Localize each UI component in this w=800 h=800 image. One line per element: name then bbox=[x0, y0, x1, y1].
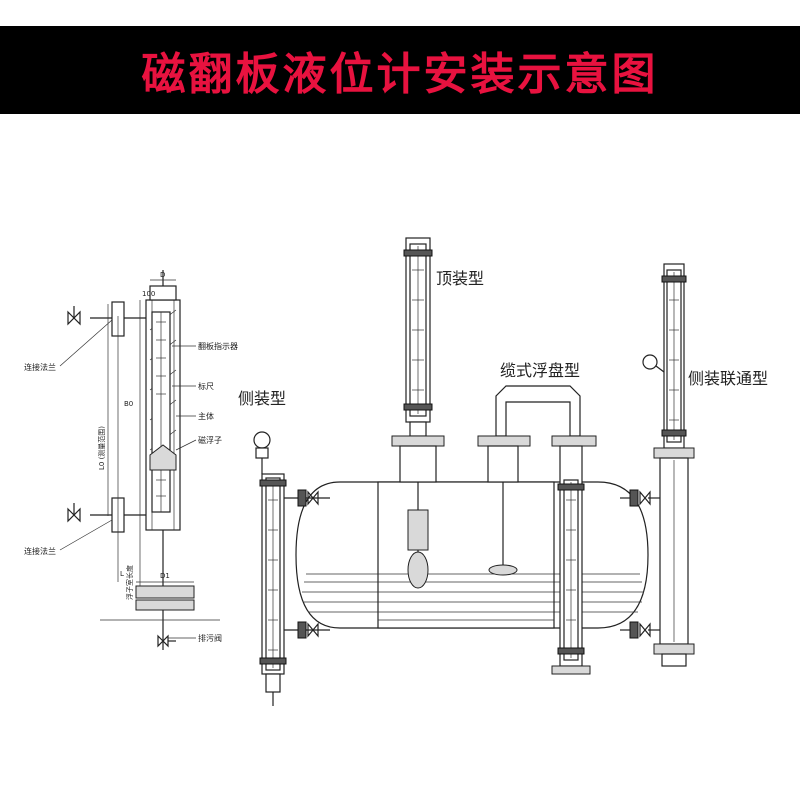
upper-valve-icon bbox=[67, 310, 81, 326]
page-title: 磁翻板液位计安装示意图 bbox=[141, 49, 659, 100]
label-lower-flange: 连接法兰 bbox=[24, 546, 56, 556]
label-indicator: 翻板指示器 bbox=[198, 341, 238, 351]
arch-pipe bbox=[495, 385, 581, 437]
magnetic-float bbox=[149, 444, 177, 471]
tank bbox=[295, 481, 649, 629]
label-scale: 标尺 bbox=[198, 381, 214, 391]
cable-float-gauge: 缆式浮盘型 bbox=[477, 361, 597, 675]
transmitter-icon-2 bbox=[642, 354, 658, 370]
label-100: 100 bbox=[142, 290, 155, 298]
label-b0: B0 bbox=[124, 400, 133, 408]
label-float: 磁浮子 bbox=[198, 435, 222, 445]
label-d1: D1 bbox=[160, 572, 170, 580]
label-side-connected: 侧装联通型 bbox=[688, 369, 768, 388]
label-drain-valve: 排污阀 bbox=[198, 633, 222, 643]
label-d: D bbox=[160, 271, 165, 279]
drain-valve-icon bbox=[157, 634, 169, 648]
side-connected-gauge: 侧装联通型 bbox=[620, 263, 768, 667]
label-upper-flange: 连接法兰 bbox=[24, 362, 56, 372]
label-l: L bbox=[120, 570, 124, 578]
label-top-mount: 顶装型 bbox=[436, 269, 484, 288]
tank-cutaway bbox=[377, 481, 555, 629]
top-mount-gauge: 顶装型 bbox=[391, 237, 484, 589]
float-disc bbox=[488, 564, 518, 576]
top-float bbox=[407, 551, 429, 589]
detail-drawing: 翻板指示器 标尺 主体 磁浮子 连接法兰 连接法兰 排污阀 B0 D1 D L … bbox=[24, 270, 238, 650]
label-body: 主体 bbox=[198, 411, 214, 421]
label-cable-float: 缆式浮盘型 bbox=[500, 361, 580, 380]
label-range: L0 (测量范围) bbox=[97, 426, 106, 470]
label-side-mount: 侧装型 bbox=[238, 389, 286, 408]
side-mount-gauge: 侧装型 bbox=[238, 389, 330, 706]
transmitter-icon bbox=[253, 431, 271, 449]
title-banner: 磁翻板液位计安装示意图 bbox=[0, 26, 800, 114]
label-bottom: 浮子室长度 bbox=[125, 565, 134, 600]
lower-valve-icon bbox=[67, 507, 81, 523]
